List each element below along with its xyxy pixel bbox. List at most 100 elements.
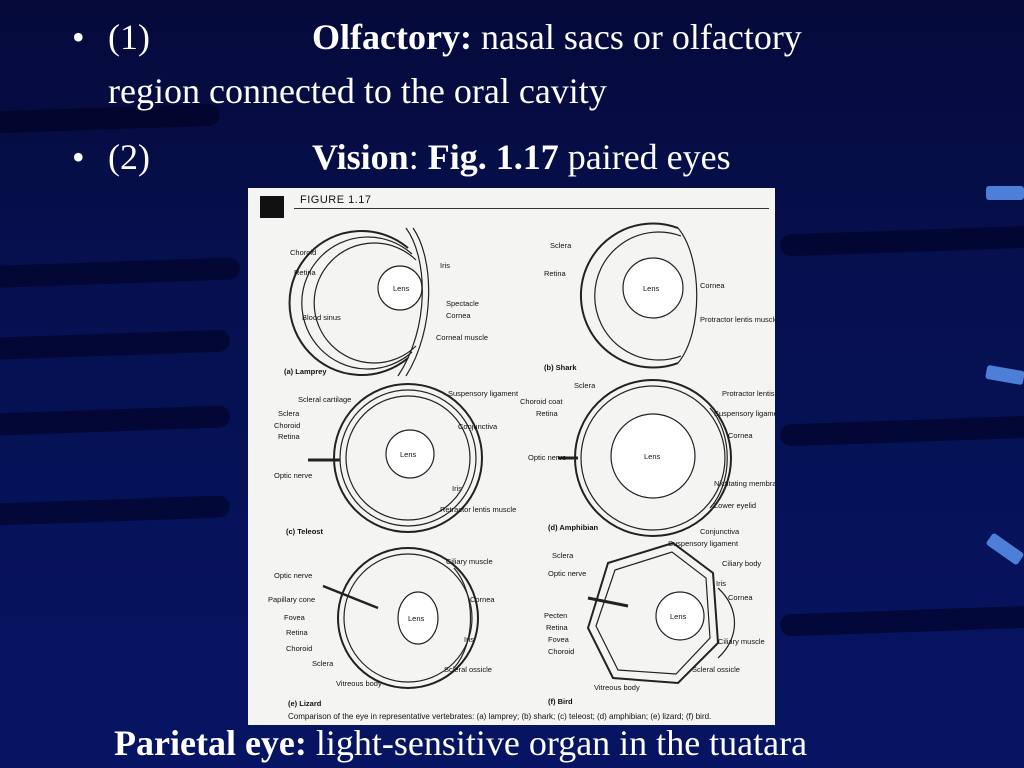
background-streak (0, 405, 231, 437)
part-label: Retina (286, 628, 309, 637)
teleost-eye (308, 383, 483, 533)
part-label: Sclera (574, 381, 596, 390)
lizard-eye (322, 547, 479, 689)
figure-rule (294, 208, 769, 209)
part-label: Iris (716, 579, 726, 588)
panel-label: (d) Amphibian (548, 523, 599, 532)
bullet-olfactory: • (1) Olfactory: nasal sacs or olfactory (72, 16, 972, 58)
part-label: Retina (278, 432, 301, 441)
part-label: Scleral ossicle (444, 665, 492, 674)
part-label: Iris (464, 635, 474, 644)
part-label: Sclera (312, 659, 334, 668)
shark-eye (579, 222, 698, 369)
part-label: Retina (544, 269, 567, 278)
bullet-term: Vision (312, 137, 409, 177)
panel-label: (a) Lamprey (284, 367, 327, 376)
footer-text: light-sensitive organ in the tuatara (306, 723, 808, 763)
part-label: Choroid (274, 421, 300, 430)
part-label: Vitreous body (594, 683, 640, 692)
part-label: Blood sinus (302, 313, 341, 322)
figure-caption: Comparison of the eye in representative … (288, 712, 712, 721)
amphibian-eye (558, 379, 732, 537)
part-label: Fovea (548, 635, 570, 644)
accent-bar (985, 532, 1024, 566)
figure-marker (260, 196, 284, 218)
lens-label: Lens (644, 452, 661, 461)
accent-bar (986, 186, 1024, 200)
lens-label: Lens (643, 284, 660, 293)
bullet-text: paired eyes (558, 137, 731, 177)
bullet-number: (2) (108, 137, 150, 177)
bullet-number: (1) (108, 17, 150, 57)
part-label: Retina (294, 268, 317, 277)
lens-label: Lens (400, 450, 417, 459)
part-label: Sclera (552, 551, 574, 560)
background-streak (779, 415, 1024, 447)
part-label: Scleral cartilage (298, 395, 351, 404)
part-label: Papillary cone (268, 595, 315, 604)
part-label: Choroid (286, 644, 312, 653)
part-label: Vitreous body (336, 679, 382, 688)
part-label: Optic nerve (274, 471, 312, 480)
part-label: Conjunctiva (700, 527, 740, 536)
background-streak (0, 495, 231, 527)
part-label: Suspensory ligament (714, 409, 775, 418)
part-label: Scleral ossicle (692, 665, 740, 674)
figure-reference: Fig. 1.17 (427, 137, 559, 177)
eye-diagrams: Lens Lens Lens Lens Lens Lens Choroid Re… (268, 222, 775, 708)
part-label: Fovea (284, 613, 306, 622)
figure-title: FIGURE 1.17 (300, 194, 372, 206)
bullet-term: Olfactory: (312, 17, 472, 57)
part-label: Sclera (278, 409, 300, 418)
footer-term: Parietal eye: (114, 723, 307, 763)
panel-label: (c) Teleost (286, 527, 323, 536)
background-streak (0, 329, 231, 361)
part-label: Ciliary muscle (446, 557, 493, 566)
part-label: Corneal muscle (436, 333, 488, 342)
part-label: Suspensory ligament (448, 389, 519, 398)
bullet-colon: : (408, 137, 419, 177)
part-label: Cornea (728, 593, 753, 602)
bullet-symbol: • (72, 17, 85, 57)
part-label: Choroid coat (520, 397, 563, 406)
parietal-eye-line: Parietal eye: light-sensitive organ in t… (114, 722, 807, 764)
part-label: Ciliary body (722, 559, 761, 568)
part-label: Iris (452, 484, 462, 493)
part-label: Cornea (700, 281, 725, 290)
part-label: Protractor lentis (722, 389, 775, 398)
part-label: Cornea (470, 595, 495, 604)
part-label: Retina (536, 409, 559, 418)
part-label: Nictitating membrane (714, 479, 775, 488)
part-label: Choroid (548, 647, 574, 656)
part-label: Protractor lentis muscle (700, 315, 775, 324)
part-label: Optic nerve (274, 571, 312, 580)
part-label: Optic nerve (548, 569, 586, 578)
eye-comparison-figure: FIGURE 1.17 (248, 188, 775, 725)
bullet-text: nasal sacs or olfactory (471, 17, 802, 57)
part-label: Cornea (728, 431, 753, 440)
part-label: Optic nerve (528, 453, 566, 462)
lens-label: Lens (408, 614, 425, 623)
panel-label: (f) Bird (548, 697, 573, 706)
bullet-continuation: region connected to the oral cavity (108, 71, 607, 111)
bullet-vision: • (2) Vision: Fig. 1.17 paired eyes (72, 136, 972, 178)
part-label: Choroid (290, 248, 316, 257)
part-label: Retractor lentis muscle (440, 505, 516, 514)
accent-bar (985, 364, 1024, 386)
bird-eye (586, 541, 736, 685)
background-streak (779, 225, 1024, 257)
lamprey-eye (288, 227, 430, 377)
part-label: Ciliary muscle (718, 637, 765, 646)
part-label: Cornea (446, 311, 471, 320)
background-streak (779, 605, 1024, 637)
part-label: Suspensory ligament (668, 539, 739, 548)
panel-label: (b) Shark (544, 363, 577, 372)
part-label: Iris (440, 261, 450, 270)
panel-label: (e) Lizard (288, 699, 322, 708)
part-label: Conjunctiva (458, 422, 498, 431)
part-label: Spectacle (446, 299, 479, 308)
part-label: Lower eyelid (714, 501, 756, 510)
part-label: Sclera (550, 241, 572, 250)
part-label: Retina (546, 623, 569, 632)
part-label: Pecten (544, 611, 567, 620)
